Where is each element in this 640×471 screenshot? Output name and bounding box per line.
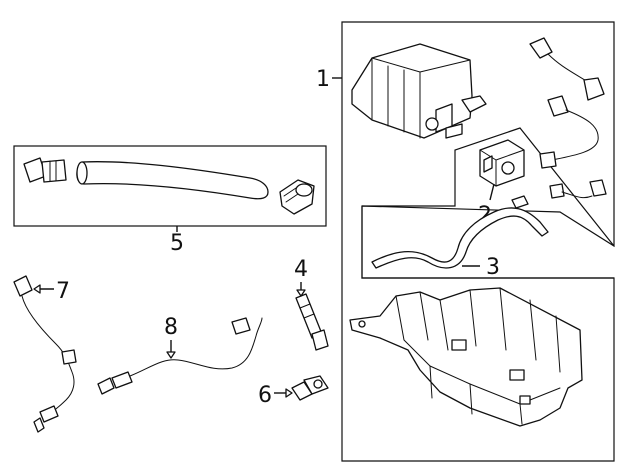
callout-4: 4 [294, 257, 308, 282]
wiring-harness-lower [549, 179, 607, 199]
purge-solenoid-part [479, 139, 525, 187]
hose-kit-elbow [279, 179, 315, 215]
callout-8: 8 [164, 315, 178, 340]
callout-2-leader [489, 183, 495, 201]
solenoid-subgroup-outline [361, 127, 615, 279]
callout-6-arrow [285, 388, 293, 398]
callout-1: 1 [316, 67, 330, 92]
callout-5: 5 [170, 231, 184, 256]
wiring-harness-upper [529, 37, 605, 101]
oxygen-sensor-downstream-part [97, 317, 263, 395]
callout-8-arrow [166, 351, 176, 359]
connector-fitting-part [295, 293, 329, 351]
oxygen-sensor-upstream-part [13, 275, 77, 433]
wiring-harness-middle [539, 95, 599, 169]
callout-6: 6 [258, 383, 272, 408]
vapor-hose-part [371, 195, 549, 269]
hose-kit-hose [76, 161, 269, 200]
hose-kit-outline [13, 145, 327, 227]
charcoal-canister [351, 43, 487, 139]
callout-7: 7 [56, 279, 70, 304]
callout-7-arrow [33, 284, 41, 294]
hose-kit-connector [23, 157, 67, 183]
vent-valve-part [291, 375, 329, 401]
callout-3: 3 [486, 255, 500, 280]
canister-bracket [349, 287, 583, 427]
callout-4-arrow [296, 289, 306, 297]
